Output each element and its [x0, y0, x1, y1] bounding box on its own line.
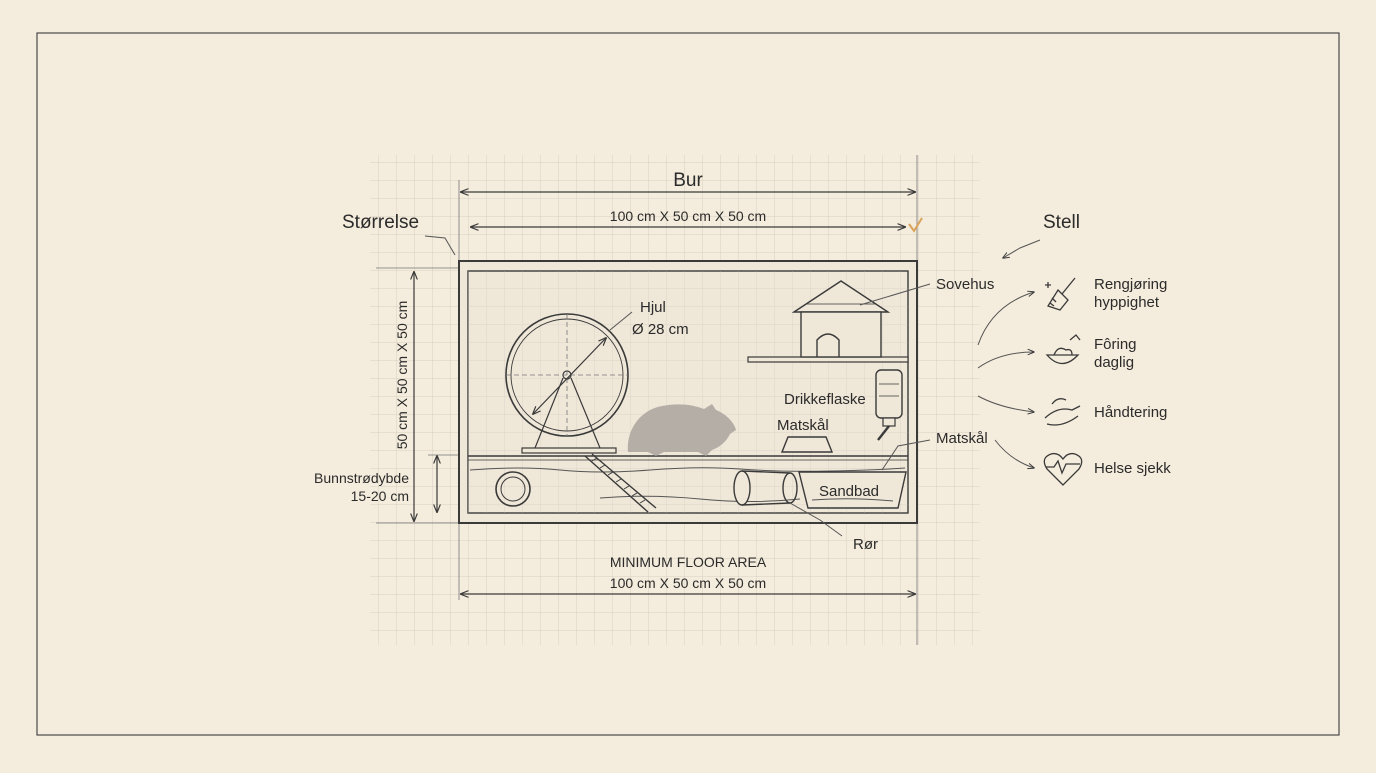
dimension-top: 100 cm X 50 cm X 50 cm [610, 208, 766, 224]
wheel-icon [505, 313, 629, 454]
left-heading: Størrelse [342, 212, 419, 233]
sandbath-label: Sandbad [819, 483, 879, 500]
tube-label: Rør [853, 536, 878, 553]
page-frame [36, 32, 1340, 736]
tunnel-ring-icon [495, 471, 531, 507]
bottle-label: Drikkeflaske [784, 391, 866, 408]
care-arrow-health [994, 439, 1034, 468]
brush-icon [1045, 277, 1076, 311]
bowl-inside-label: Matskål [777, 417, 829, 434]
bedding-value: 15-20 cm [351, 488, 409, 504]
food-bowl-inside [780, 436, 834, 453]
title: Bur [673, 170, 703, 191]
care-sub-feeding: daglig [1094, 354, 1134, 371]
hamster-icon [627, 404, 736, 456]
bowl-outside-leader [881, 439, 931, 471]
wheel-leader [609, 311, 633, 331]
care-arrow-feeding [977, 352, 1034, 369]
right-heading-leader [1003, 239, 1041, 258]
bedding-wave-1 [469, 467, 906, 473]
floor-area-value: 100 cm X 50 cm X 50 cm [610, 575, 766, 591]
shelf [747, 356, 909, 363]
ladder-icon [584, 453, 657, 513]
care-label-feeding: Fôring [1094, 336, 1137, 353]
house-label: Sovehus [936, 276, 994, 293]
heart-icon [1043, 452, 1083, 486]
care-label-health: Helse sjekk [1094, 460, 1171, 477]
tube-leader [789, 502, 843, 537]
hand-icon [1044, 398, 1081, 426]
care-sub-cleaning: hyppighet [1094, 294, 1160, 311]
wheel-size: Ø 28 cm [632, 321, 689, 338]
floor-area-label: MINIMUM FLOOR AREA [610, 554, 767, 570]
care-label-handling: Håndtering [1094, 404, 1167, 421]
house-icon [791, 280, 891, 358]
bedding-label: Bunnstrødybde [314, 470, 409, 486]
food-bowl-icon [1045, 334, 1081, 365]
vertical-dimension: 50 cm X 50 cm X 50 cm [394, 301, 410, 450]
left-heading-leader [424, 235, 456, 256]
check-icon [908, 217, 923, 233]
wheel-label: Hjul [640, 299, 666, 316]
right-heading: Stell [1043, 212, 1080, 233]
bowl-outside-label: Matskål [936, 430, 988, 447]
bottle-icon [875, 369, 903, 441]
sandbath-sand [811, 498, 894, 502]
care-label-cleaning: Rengjøring [1094, 276, 1167, 293]
care-arrow-handling [977, 395, 1034, 412]
house-leader [859, 283, 931, 306]
care-arrow-cleaning [977, 292, 1034, 346]
